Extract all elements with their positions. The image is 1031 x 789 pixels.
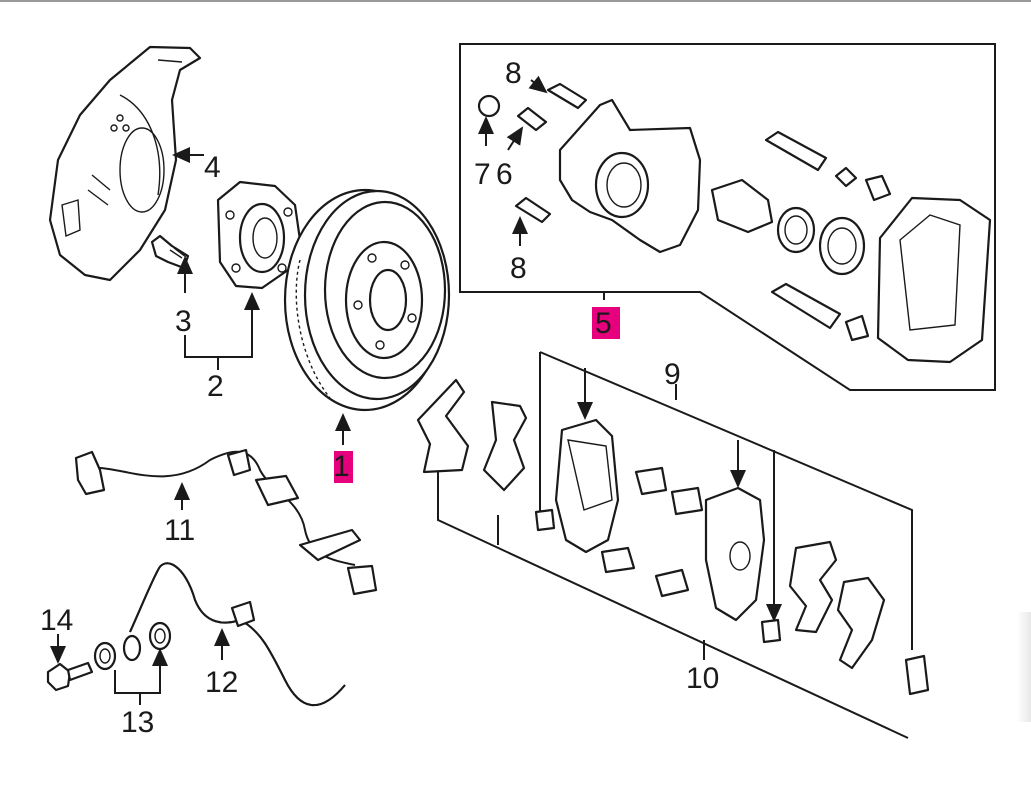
caliper-assembly-box [459,43,996,391]
label-part-3[interactable]: 3 [175,305,192,338]
label-part-13[interactable]: 13 [121,706,154,739]
label-part-4[interactable]: 4 [204,151,221,184]
wheel-hub-part [216,180,302,290]
label-part-6[interactable]: 6 [496,158,513,191]
label-part-11[interactable]: 11 [164,514,195,547]
dust-shield-part [48,45,202,282]
label-part-8-upper[interactable]: 8 [505,57,522,90]
label-part-2[interactable]: 2 [207,370,224,403]
brake-pad-kit-part [416,351,930,739]
label-part-5[interactable]: 5 [595,307,612,340]
label-part-14[interactable]: 14 [40,604,73,637]
part-labels: 1 2 3 4 5 6 7 8 8 9 10 11 12 13 14 [40,57,719,739]
label-part-8-lower[interactable]: 8 [510,252,527,285]
label-part-1[interactable]: 1 [333,450,350,483]
washers-and-banjo-bolt-part [46,621,172,692]
highlight-callout-5 [592,307,620,339]
top-divider [0,0,1031,2]
abs-sensor-part [74,448,378,596]
brake-hose-part [122,562,346,706]
label-part-10[interactable]: 10 [686,662,719,695]
page-edge-shadow [1017,612,1031,722]
label-part-12[interactable]: 12 [205,666,238,699]
highlight-callout-1 [334,451,353,483]
label-part-9[interactable]: 9 [664,358,681,391]
label-part-7[interactable]: 7 [474,158,491,191]
brake-rotor-part [283,188,451,412]
hub-bolt-part [150,234,190,270]
leader-lines [50,75,782,705]
